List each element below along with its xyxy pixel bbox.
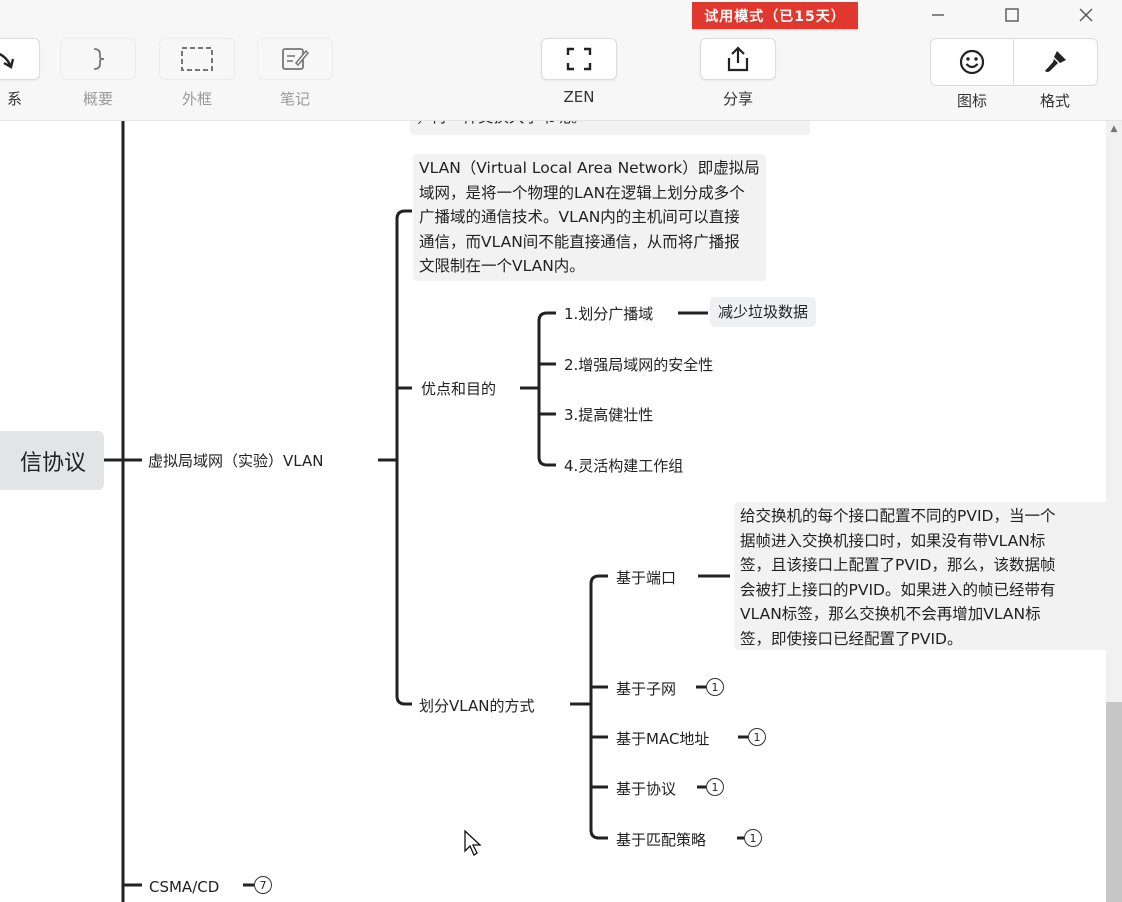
method-policy[interactable]: 基于匹配策略 [616, 831, 707, 849]
summary-label: 概要 [82, 90, 113, 108]
format-group [930, 38, 1098, 86]
icon-tool: 图标 [934, 84, 1010, 111]
close-icon [1079, 8, 1093, 22]
root-topic[interactable]: 信协议 [0, 431, 104, 490]
collapsed-count-badge[interactable]: 1 [706, 678, 724, 696]
method-mac[interactable]: 基于MAC地址 [616, 730, 710, 748]
toolbar: 试用模式（已15天） 系 概要 外框 笔记 ZEN [0, 0, 1122, 121]
notes-tool[interactable]: 笔记 [257, 38, 333, 109]
port-method-note[interactable]: 给交换机的每个接口配置不同的PVID，当一个 据帧进入交换机接口时，如果没有带V… [734, 502, 1106, 650]
boundary-tool[interactable]: 外框 [159, 38, 235, 109]
paint-brush-icon [1045, 51, 1066, 72]
note-pencil-icon [282, 48, 310, 70]
notes-label: 笔记 [279, 90, 310, 108]
advantage-item-3[interactable]: 3.提高健壮性 [564, 406, 654, 424]
method-port[interactable]: 基于端口 [616, 569, 677, 587]
minimize-icon [932, 14, 944, 16]
relation-curve-icon [0, 52, 15, 69]
relation-label: 系 [6, 90, 22, 108]
format-tool: 格式 [1017, 84, 1093, 111]
scrollbar-thumb[interactable] [1106, 702, 1122, 902]
method-protocol[interactable]: 基于协议 [616, 780, 677, 798]
method-subnet[interactable]: 基于子网 [616, 680, 677, 698]
collapsed-count-badge[interactable]: 1 [744, 829, 762, 847]
reduce-junk-data-node[interactable]: 减少垃圾数据 [710, 297, 817, 327]
boundary-label: 外框 [181, 90, 212, 108]
fullscreen-icon [566, 47, 592, 71]
advantage-item-2[interactable]: 2.增强局域网的安全性 [564, 356, 714, 374]
trial-mode-badge[interactable]: 试用模式（已15天） [692, 2, 858, 29]
methods-node[interactable]: 划分VLAN的方式 [419, 697, 535, 715]
zen-label: ZEN [563, 88, 595, 106]
smiley-icon [959, 49, 985, 75]
boundary-frame-icon [181, 47, 213, 71]
share-label: 分享 [722, 90, 753, 108]
icon-panel-button[interactable] [931, 39, 1013, 85]
close-button[interactable] [1068, 4, 1104, 26]
boundary-button[interactable] [159, 38, 235, 80]
share-button[interactable] [700, 38, 776, 80]
advantage-item-1[interactable]: 1.划分广播域 [564, 305, 654, 323]
format-divider [1013, 39, 1014, 85]
icon-label: 图标 [956, 92, 987, 110]
summary-tool[interactable]: 概要 [60, 38, 136, 109]
branch-csma-cd[interactable]: CSMA/CD [149, 878, 220, 896]
advantages-node[interactable]: 优点和目的 [421, 380, 497, 398]
connector-lines [104, 121, 748, 902]
mouse-cursor-icon [464, 829, 482, 856]
mindmap-canvas[interactable]: ，再一样交换大学书呢。 信协议 虚拟局域网（实验）VLAN VLAN（Virtu… [0, 121, 1106, 902]
share-tool[interactable]: 分享 [700, 38, 776, 109]
branch-vlan[interactable]: 虚拟局域网（实验）VLAN [148, 452, 324, 470]
maximize-icon [1005, 8, 1019, 22]
share-icon [727, 46, 749, 72]
format-panel-button[interactable] [1014, 39, 1096, 85]
relation-tool[interactable]: 系 [0, 38, 40, 109]
format-label: 格式 [1039, 92, 1070, 110]
collapsed-count-badge[interactable]: 1 [706, 778, 724, 796]
notes-button[interactable] [257, 38, 333, 80]
collapsed-count-badge[interactable]: 1 [748, 728, 766, 746]
advantage-item-4[interactable]: 4.灵活构建工作组 [564, 457, 684, 475]
scroll-up-arrow-icon[interactable]: ▲ [1110, 124, 1118, 134]
relation-button[interactable] [0, 38, 40, 80]
vlan-definition-note[interactable]: VLAN（Virtual Local Area Network）即虚拟局 域网，… [413, 154, 766, 281]
brace-icon [93, 48, 105, 70]
zen-button[interactable] [541, 38, 617, 80]
top-note-fragment: ，再一样交换大学书呢。 [410, 121, 810, 135]
zen-tool[interactable]: ZEN [541, 38, 617, 106]
minimize-button[interactable] [920, 4, 956, 26]
summary-button[interactable] [60, 38, 136, 80]
collapsed-count-badge[interactable]: 7 [254, 876, 272, 894]
maximize-button[interactable] [994, 4, 1030, 26]
